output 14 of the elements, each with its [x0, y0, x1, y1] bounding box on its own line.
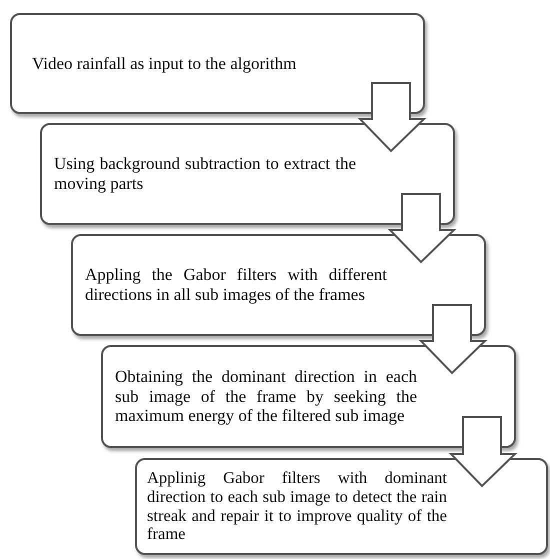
process-box	[10, 13, 425, 114]
block-arrow	[388, 193, 456, 264]
step-text: Obtaining the dominant direction in each sub image of the frame by seeking the maximum energy of the filtered sub image	[115, 367, 417, 426]
block-arrow	[418, 304, 488, 374]
step-text: Video rainfall as input to the algorithm	[32, 54, 297, 74]
process-box	[71, 234, 486, 336]
block-arrow	[448, 416, 518, 488]
step-text: Using background subtraction to extract the moving parts	[54, 154, 356, 194]
process-box	[101, 345, 516, 448]
process-box	[135, 458, 548, 555]
block-arrow	[358, 82, 426, 152]
step-text: Applinig Gabor filters with dominant direction to each sub image to detect the rain streak and repair it to improve quality of the frame	[147, 468, 447, 544]
step-text: Appling the Gabor filters with different directions in all sub images of the frames	[85, 265, 387, 305]
process-box	[40, 123, 455, 225]
